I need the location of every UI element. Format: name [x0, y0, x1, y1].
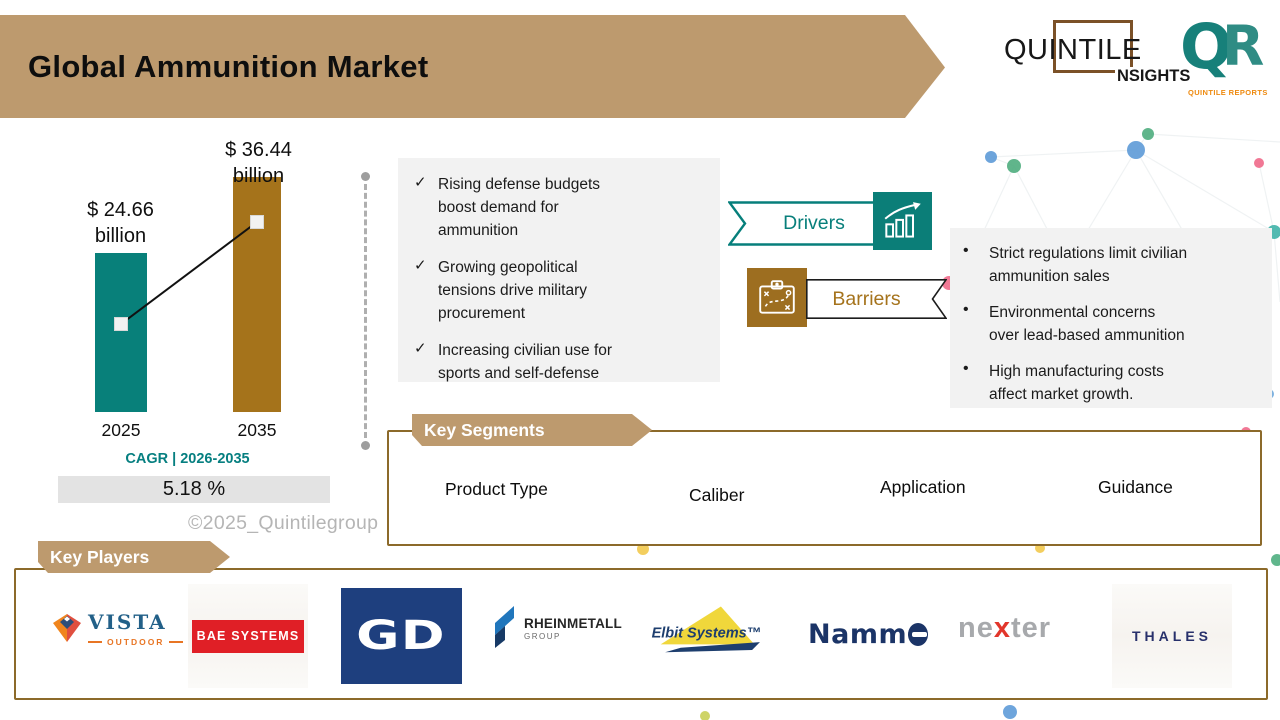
ribbon-shape [728, 201, 880, 246]
segment-caliber: Caliber [689, 485, 745, 505]
divider-line [364, 184, 367, 438]
header-banner: Global Ammunition Market [0, 15, 945, 118]
logo-nexter: nexter [958, 612, 1052, 644]
rheinmetall-mark-icon [495, 606, 514, 648]
nammo-wordmark: Namm [808, 618, 908, 650]
segment-product-type: Product Type [445, 479, 548, 499]
logo-thales: THALES [1112, 584, 1232, 688]
logo-vista-outdoor: VISTA OUTDOOR [52, 600, 186, 666]
barriers-ribbon: Barriers [806, 279, 947, 319]
dash-decoration [88, 641, 102, 643]
gd-wordmark: GD [356, 613, 447, 659]
bullet-icon: • [963, 242, 969, 259]
drivers-label: Drivers [783, 212, 845, 234]
unit-2035: billion [232, 165, 285, 187]
axis-label-2025: 2025 [101, 420, 141, 440]
logo-nammo: Namm [808, 616, 928, 652]
logo-bae-systems: BAE SYSTEMS [188, 584, 308, 688]
unit-2025: billion [94, 225, 147, 247]
logo-rheinmetall: RHEINMETALL GROUP [492, 600, 622, 662]
cagr-label: CAGR | 2026-2035 [125, 451, 250, 467]
bar-2025 [95, 253, 147, 412]
monogram-caption: QUINTILE REPORTS [1188, 88, 1268, 97]
logo-elbit-systems: Elbit Systems™ [650, 602, 765, 660]
vista-wordmark: VISTA [88, 610, 167, 634]
amount-2025: $ 24.66 [87, 199, 154, 221]
value-label-2025: $ 24.66 billion [58, 197, 183, 249]
logo-general-dynamics: GD [341, 588, 462, 684]
logo-wordmark-sub: NSIGHTS [1115, 67, 1191, 86]
check-icon: ✓ [414, 257, 427, 274]
segment-guidance: Guidance [1098, 477, 1173, 497]
divider-dot-top [361, 172, 370, 181]
value-label-2035: $ 36.44 billion [196, 137, 321, 189]
strategy-clipboard-icon [747, 268, 807, 327]
vista-mark-icon [53, 614, 81, 642]
dash-decoration [169, 641, 184, 643]
axis-label-2035: 2035 [237, 420, 277, 440]
quintile-reports-logo: Q R QUINTILE REPORTS [1180, 10, 1276, 108]
segment-application: Application [880, 477, 966, 497]
page-title: Global Ammunition Market [28, 48, 429, 84]
bullet-icon: • [963, 301, 969, 318]
vista-sub-wordmark: OUTDOOR [107, 637, 165, 647]
trend-line [114, 215, 264, 331]
copyright-watermark: ©2025_Quintilegroup [188, 512, 379, 534]
logo-wordmark: QUINTILE [1004, 34, 1142, 66]
growth-chart-icon [873, 192, 932, 250]
bullet-icon: • [963, 360, 969, 377]
drivers-ribbon: Drivers [728, 201, 880, 246]
logo-frame-decoration [1053, 20, 1133, 73]
quintile-insights-logo: QUINTILE NSIGHTS [1004, 20, 1191, 104]
rheinmetall-wordmark: RHEINMETALL [524, 616, 622, 631]
cagr-value: 5.18 % [58, 476, 330, 503]
market-size-bar-chart [40, 135, 370, 412]
dashed-divider [361, 172, 371, 450]
rheinmetall-sub-wordmark: GROUP [524, 632, 561, 641]
ribbon-shape [806, 279, 947, 319]
key-segments-banner: Key Segments [412, 414, 652, 446]
bae-wordmark: BAE SYSTEMS [192, 620, 304, 653]
nammo-o-icon [908, 622, 928, 646]
check-icon: ✓ [414, 174, 427, 191]
check-icon: ✓ [414, 340, 427, 357]
elbit-wordmark: Elbit Systems™ [652, 626, 762, 642]
divider-dot-bottom [361, 441, 370, 450]
monogram-r: R [1222, 14, 1265, 78]
monogram-q: Q [1180, 10, 1233, 83]
key-players-banner: Key Players [38, 541, 230, 573]
amount-2035: $ 36.44 [225, 139, 292, 161]
barriers-label: Barriers [832, 287, 901, 310]
